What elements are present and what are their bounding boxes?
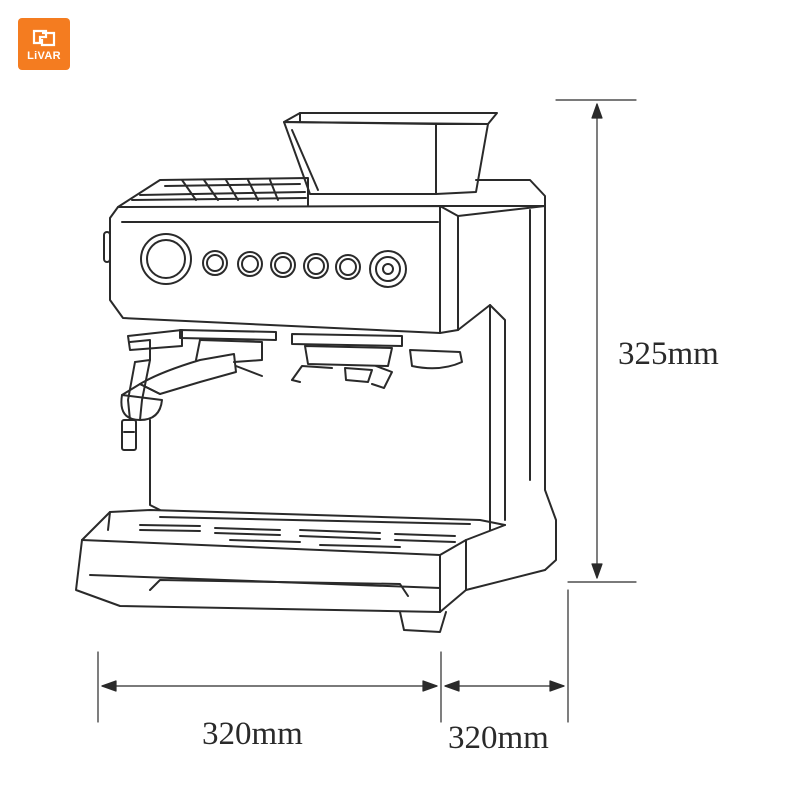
- control-panel: [103, 205, 546, 334]
- portafilter-left: [121, 329, 277, 396]
- steam-wand: [120, 329, 183, 451]
- control-buttons: [202, 250, 361, 280]
- drip-nozzle: [409, 349, 463, 370]
- brand-name: LiVAR: [27, 50, 61, 62]
- depth-label: 320mm: [448, 720, 549, 756]
- width-dimension-line: [97, 651, 442, 723]
- support-column: [149, 419, 161, 511]
- pressure-gauge: [140, 233, 192, 285]
- cup-warmer-tray: [117, 177, 309, 208]
- drip-tray: [75, 509, 546, 633]
- height-dimension-line: [555, 99, 637, 583]
- brand-logo: LiVAR: [18, 18, 70, 70]
- width-label: 320mm: [202, 716, 303, 752]
- top-lid: [439, 179, 546, 207]
- brew-group: [291, 333, 403, 389]
- livar-logo-icon: [32, 29, 56, 47]
- machine-side-body: [457, 205, 557, 571]
- height-label: 325mm: [618, 336, 719, 372]
- selector-dial: [369, 250, 407, 288]
- depth-dimension-line: [444, 589, 569, 723]
- bean-hopper: [283, 112, 498, 195]
